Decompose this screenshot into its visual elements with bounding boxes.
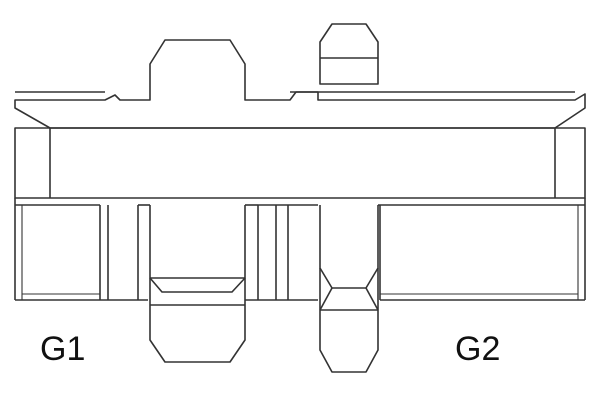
lower-body xyxy=(14,198,586,373)
upper-bead-section xyxy=(319,23,379,85)
thread-label-g1: G1 xyxy=(40,330,86,368)
hex-nut-1 xyxy=(149,205,246,293)
hex-nut-2 xyxy=(319,205,379,289)
upper-wall-section xyxy=(14,39,586,129)
thread-label-g2: G2 xyxy=(455,330,501,368)
bore xyxy=(14,127,586,199)
